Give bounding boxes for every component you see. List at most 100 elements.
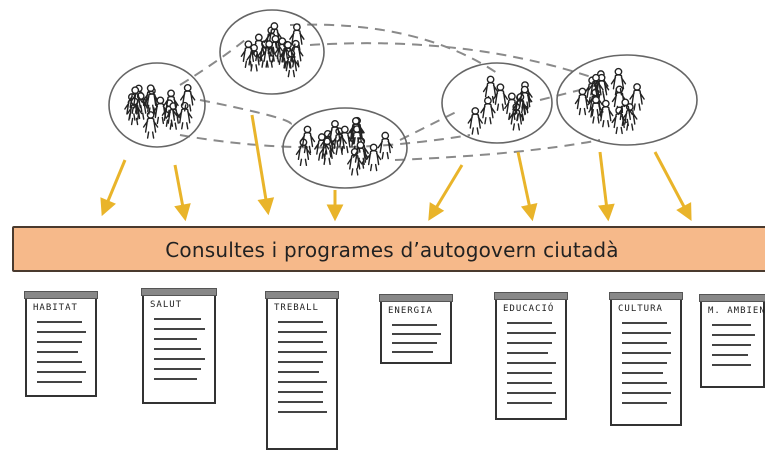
text-line <box>392 342 437 344</box>
text-line <box>278 351 327 353</box>
text-line <box>37 331 86 333</box>
text-line <box>37 371 86 373</box>
citizen-group <box>556 54 698 146</box>
text-line <box>392 351 433 353</box>
text-line <box>37 341 82 343</box>
group-outline <box>219 9 325 95</box>
document-cap <box>141 288 217 296</box>
text-line <box>507 382 552 384</box>
text-line <box>622 332 671 334</box>
document-card: CULTURA <box>609 292 683 426</box>
arrow <box>326 190 344 222</box>
text-line <box>712 334 755 336</box>
citizen-group <box>441 62 553 144</box>
person-figure <box>152 96 169 125</box>
arrow <box>100 159 127 217</box>
text-line <box>712 354 748 356</box>
text-line <box>622 342 667 344</box>
person-figure <box>593 73 610 102</box>
text-line <box>507 332 556 334</box>
text-line <box>622 402 667 404</box>
text-line <box>154 348 201 350</box>
person-figure <box>574 87 591 116</box>
person-figure <box>348 117 364 145</box>
text-line <box>392 324 437 326</box>
person-figure <box>480 96 496 125</box>
document-card: TREBALL <box>265 291 339 450</box>
person-figure <box>629 83 645 111</box>
text-line <box>278 321 323 323</box>
document-title: HABITAT <box>33 303 78 313</box>
connection-2-3 <box>289 23 501 76</box>
person-figure <box>588 73 604 102</box>
text-line <box>154 368 201 370</box>
connection-4-3 <box>399 109 461 141</box>
document-cap <box>494 292 568 300</box>
person-figure <box>517 85 533 114</box>
text-line <box>507 352 548 354</box>
text-line <box>278 331 327 333</box>
text-line <box>278 341 323 343</box>
person-figure <box>337 125 353 154</box>
document-title: EDUCACIÓ <box>503 304 555 314</box>
text-line <box>154 358 205 360</box>
document-cap <box>699 294 765 302</box>
arrows <box>100 114 692 222</box>
text-line <box>37 321 82 323</box>
connection-1-3 <box>179 134 471 149</box>
person-figure <box>127 86 143 114</box>
text-line <box>154 328 205 330</box>
person-figure <box>482 75 499 104</box>
text-line <box>37 361 82 363</box>
group-outline <box>556 54 698 146</box>
arrow <box>428 164 464 221</box>
arrow <box>598 151 615 222</box>
person-figure <box>617 98 633 127</box>
person-figure <box>588 96 604 124</box>
document-cap <box>24 291 98 299</box>
text-line <box>278 371 319 373</box>
person-figure <box>365 143 382 172</box>
connection-3-5 <box>539 89 581 101</box>
person-figure <box>163 89 179 118</box>
person-figure <box>611 106 627 135</box>
citizen-group <box>282 107 408 189</box>
connection-1-2 <box>179 39 246 86</box>
document-card: EDUCACIÓ <box>494 292 568 420</box>
text-line <box>622 382 667 384</box>
text-line <box>154 378 197 380</box>
text-line <box>622 322 667 324</box>
document-title: M. AMBIENT <box>708 306 765 316</box>
connection-1-4 <box>199 99 292 126</box>
text-line <box>507 362 556 364</box>
group-outline <box>282 107 408 189</box>
document-title: TREBALL <box>274 303 319 313</box>
arrow <box>516 151 538 222</box>
text-line <box>278 391 323 393</box>
document-card: ENERGIA <box>379 294 453 364</box>
text-line <box>392 333 441 335</box>
text-line <box>622 392 671 394</box>
document-card: HABITAT <box>24 291 98 397</box>
text-line <box>278 381 327 383</box>
person-figure <box>240 40 257 68</box>
banner: Consultes i programes d’autogovern ciuta… <box>12 226 765 272</box>
person-figure <box>246 43 262 72</box>
person-figure <box>352 141 369 169</box>
text-line <box>507 392 556 394</box>
document-title: SALUT <box>150 300 183 310</box>
text-line <box>507 322 552 324</box>
citizen-group <box>219 9 325 95</box>
person-figure <box>492 83 509 111</box>
document-title: CULTURA <box>618 304 663 314</box>
person-figure <box>280 41 296 69</box>
document-cap <box>265 291 339 299</box>
text-line <box>622 352 671 354</box>
person-figure <box>179 83 196 112</box>
person-figure <box>467 107 483 135</box>
person-figure <box>143 84 159 112</box>
document-title: ENERGIA <box>388 306 433 316</box>
citizen-group <box>108 62 206 148</box>
arrow <box>250 114 275 216</box>
